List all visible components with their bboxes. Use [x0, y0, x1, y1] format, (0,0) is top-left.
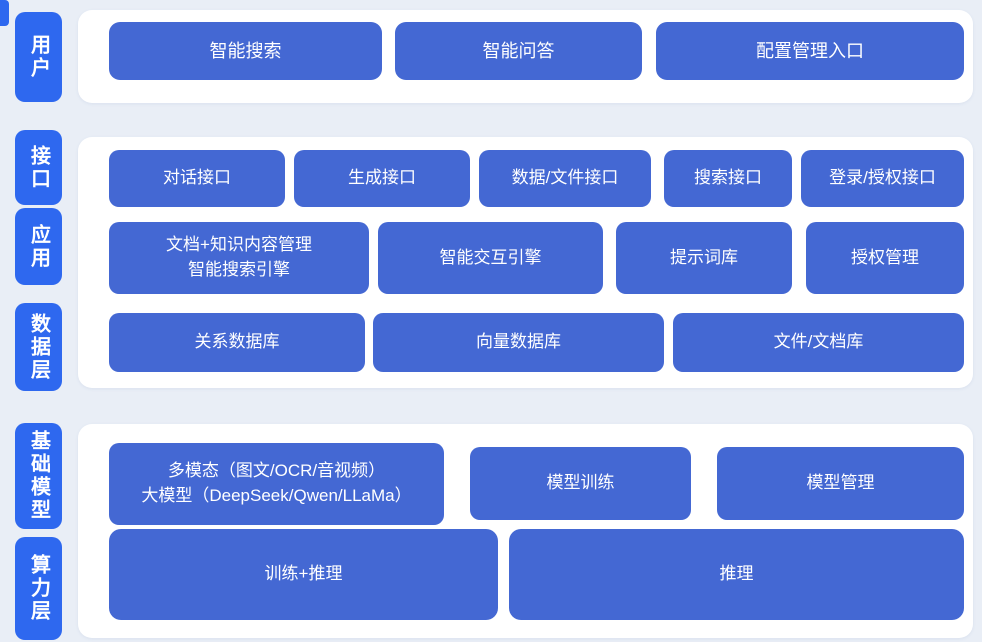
block-smart-search: 智能搜索 — [109, 22, 382, 80]
block-inference: 推理 — [509, 529, 964, 620]
block-data-file-api: 数据/文件接口 — [479, 150, 651, 207]
block-file-doc-store: 文件/文档库 — [673, 313, 964, 372]
block-dialog-api: 对话接口 — [109, 150, 285, 207]
block-prompt-library: 提示词库 — [616, 222, 792, 294]
block-relational-db: 关系数据库 — [109, 313, 365, 372]
block-generation-api: 生成接口 — [294, 150, 470, 207]
layer-label-base-model: 基础模型 — [15, 423, 62, 529]
block-doc-knowledge-search-engine: 文档+知识内容管理 智能搜索引擎 — [109, 222, 369, 294]
block-smart-interaction-engine: 智能交互引擎 — [378, 222, 603, 294]
layer-label-interface: 接口 — [15, 130, 62, 205]
layer-label-data: 数据层 — [15, 303, 62, 391]
layer-label-application: 应用 — [15, 208, 62, 285]
clipped-block-fragment — [0, 0, 9, 26]
block-multimodal-llm: 多模态（图文/OCR/音视频） 大模型（DeepSeek/Qwen/LLaMa） — [109, 443, 444, 525]
layer-label-compute: 算力层 — [15, 537, 62, 640]
block-vector-db: 向量数据库 — [373, 313, 664, 372]
block-auth-management: 授权管理 — [806, 222, 964, 294]
layer-label-user: 用户 — [15, 12, 62, 102]
block-training-inference: 训练+推理 — [109, 529, 498, 620]
block-smart-qa: 智能问答 — [395, 22, 642, 80]
block-login-auth-api: 登录/授权接口 — [801, 150, 964, 207]
block-model-training: 模型训练 — [470, 447, 691, 520]
block-search-api: 搜索接口 — [664, 150, 792, 207]
block-model-management: 模型管理 — [717, 447, 964, 520]
block-config-mgmt-entry: 配置管理入口 — [656, 22, 964, 80]
